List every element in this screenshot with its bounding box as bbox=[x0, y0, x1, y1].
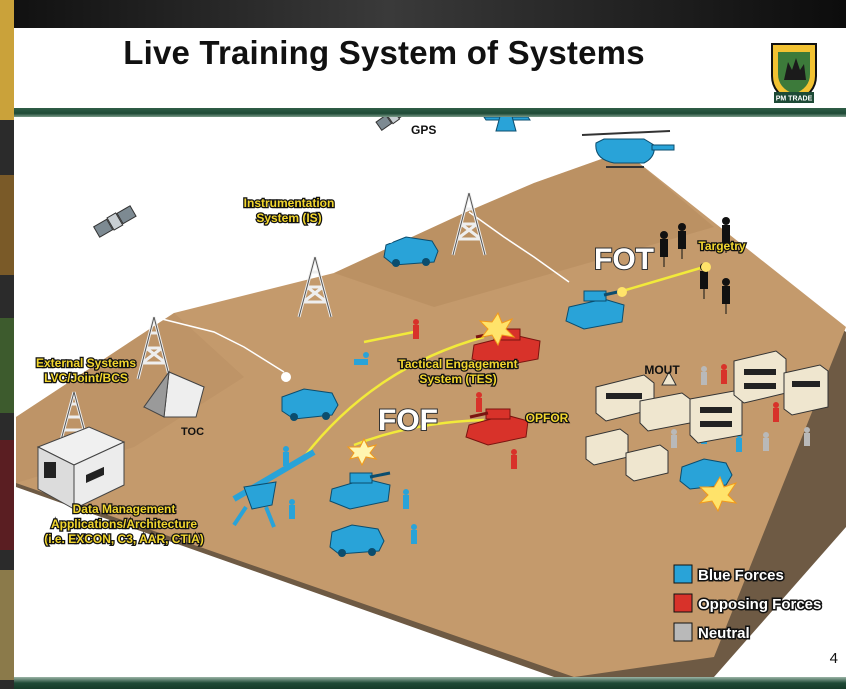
blue-tank-fof bbox=[329, 471, 391, 510]
red-tank-opfor bbox=[465, 408, 529, 446]
legend-swatch-blue bbox=[673, 564, 693, 584]
legend-item-opposing-forces: Opposing Forces bbox=[673, 593, 823, 615]
explosion-3 bbox=[346, 437, 378, 467]
soldier-blue-1 bbox=[283, 446, 289, 466]
comm-link-2 bbox=[323, 221, 435, 258]
legend-item-blue-forces: Blue Forces bbox=[673, 564, 785, 586]
radio-tower-ridge bbox=[451, 192, 487, 256]
slide-title: Live Training System of Systems bbox=[123, 34, 645, 71]
engagement-line-3 bbox=[363, 330, 415, 344]
target-1 bbox=[660, 231, 668, 267]
instrumentation-label-line2: System (IS) bbox=[256, 211, 321, 225]
data-management-label-line1: Data Management bbox=[73, 502, 176, 516]
soldier-blue-4 bbox=[411, 524, 417, 544]
civilian-1 bbox=[701, 366, 707, 385]
civilian-2 bbox=[763, 432, 769, 451]
header-rule bbox=[14, 108, 846, 117]
soldier-red-5 bbox=[773, 402, 779, 422]
comm-link-1 bbox=[153, 316, 285, 373]
external-systems-label-line2: LVC/Joint/BCS bbox=[44, 371, 128, 385]
muzzle-flash-3 bbox=[617, 287, 627, 297]
tes-label-line2: System (TES) bbox=[419, 372, 496, 386]
soldier-red-2 bbox=[476, 392, 482, 412]
strip-image-3 bbox=[0, 318, 14, 413]
legend-label-blue: Blue Forces bbox=[698, 567, 784, 584]
target-3 bbox=[722, 217, 730, 253]
fot-label: FOT bbox=[594, 243, 654, 276]
blue-humvee-left bbox=[281, 388, 339, 421]
soldier-red-3 bbox=[511, 449, 517, 469]
soldier-red-4 bbox=[721, 364, 727, 384]
soldier-blue-5 bbox=[354, 352, 369, 365]
legend-label-red: Opposing Forces bbox=[698, 596, 821, 613]
mout-building-4 bbox=[733, 350, 787, 404]
blue-humvee-front bbox=[329, 524, 385, 557]
blue-artillery bbox=[232, 449, 316, 528]
blue-humvee-ridge bbox=[383, 236, 439, 267]
toc-label: TOC bbox=[181, 426, 204, 438]
legend-swatch-neutral bbox=[673, 622, 693, 642]
soldier-blue-3 bbox=[403, 489, 409, 509]
pm-trade-logo: PM TRADE bbox=[771, 43, 817, 104]
data-management-label-line2: Applications/Architecture bbox=[51, 517, 197, 531]
training-diagram: GPS bbox=[16, 117, 846, 677]
comm-link-3 bbox=[468, 211, 570, 283]
target-5 bbox=[722, 278, 730, 314]
legend: Blue Forces Opposing Forces Neutral bbox=[673, 564, 823, 644]
opfor-label: OPFOR bbox=[526, 411, 569, 425]
legend-swatch-red bbox=[673, 593, 693, 613]
soldier-blue-2 bbox=[289, 499, 295, 519]
muzzle-flash-4 bbox=[701, 262, 711, 272]
mout-building-5 bbox=[783, 364, 829, 416]
strip-image-4 bbox=[0, 440, 14, 550]
footer-rule bbox=[14, 677, 846, 689]
civilian-3 bbox=[804, 427, 810, 446]
slide: Live Training System of Systems PM TRADE bbox=[14, 0, 846, 689]
tes-label-line1: Tactical Engagement bbox=[398, 357, 517, 371]
engagement-line-2 bbox=[353, 418, 485, 447]
left-image-strip bbox=[0, 0, 14, 689]
top-banner bbox=[14, 0, 846, 28]
strip-image-5 bbox=[0, 570, 14, 680]
helicopter bbox=[581, 130, 675, 168]
target-2 bbox=[678, 223, 686, 259]
data-management-building bbox=[36, 426, 126, 510]
instrumentation-label-line1: Instrumentation bbox=[244, 196, 335, 210]
muzzle-flash-1 bbox=[281, 372, 291, 382]
uav-drone bbox=[483, 117, 531, 132]
page-number: 4 bbox=[829, 650, 838, 667]
explosion-2 bbox=[698, 475, 738, 513]
legend-label-neutral: Neutral bbox=[698, 625, 750, 642]
external-systems-label-line1: External Systems bbox=[36, 356, 136, 370]
soldier-red-1 bbox=[413, 319, 419, 339]
terrain-surface bbox=[16, 151, 846, 677]
radio-tower-external bbox=[136, 316, 172, 380]
satellite-left bbox=[92, 205, 137, 238]
radio-tower-center bbox=[297, 256, 333, 318]
data-management-label-line3: (i.e. EXCON, C3, AAR, CTIA) bbox=[44, 532, 204, 546]
mout-building-7 bbox=[625, 444, 669, 482]
logo-caption: PM TRADE bbox=[776, 96, 813, 103]
legend-item-neutral: Neutral bbox=[673, 622, 751, 644]
explosion-1 bbox=[478, 311, 516, 347]
satellite-gps bbox=[375, 117, 411, 131]
mout-label: MOUT bbox=[644, 363, 680, 377]
engagement-line-1 bbox=[303, 335, 485, 458]
muzzle-flash-2 bbox=[386, 235, 394, 243]
strip-image-1 bbox=[0, 0, 14, 120]
fof-label: FOF bbox=[378, 404, 438, 437]
civilian-4 bbox=[671, 429, 677, 448]
toc-tent bbox=[143, 370, 205, 418]
engagement-line-4 bbox=[618, 265, 705, 294]
ridge-shade bbox=[334, 151, 714, 307]
mout-building-3 bbox=[689, 390, 743, 444]
gps-label: GPS bbox=[411, 123, 436, 137]
targetry-label: Targetry bbox=[698, 239, 745, 253]
strip-image-2 bbox=[0, 175, 14, 275]
mout-building-2 bbox=[639, 370, 691, 432]
